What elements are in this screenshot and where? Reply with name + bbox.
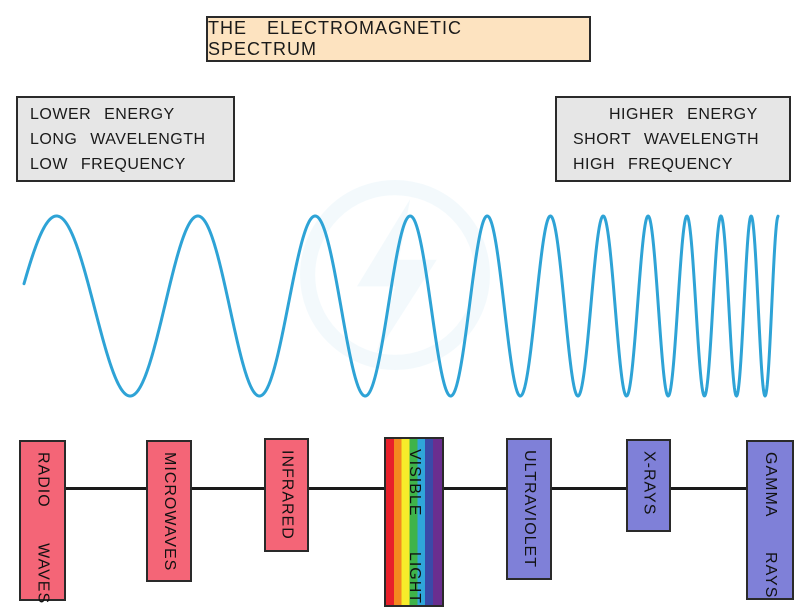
band-infrared: INFRARED: [264, 438, 309, 552]
band-label-x-rays: X-RAYS: [640, 451, 658, 516]
band-label-visible-light: VISIBLE LIGHT: [406, 449, 423, 605]
high-energy-box: HIGHER ENERGY SHORT WAVELENGTH HIGH FREQ…: [555, 96, 791, 182]
band-radio-waves: RADIO WAVES: [19, 440, 66, 605]
high-energy-label: HIGHER ENERGY: [609, 106, 758, 123]
band-visible-light: VISIBLE LIGHT: [384, 437, 444, 607]
band-microwaves: MICROWAVES: [146, 440, 192, 582]
wave-line: [22, 214, 780, 398]
band-label-gamma-rays: GAMMA RAYS: [762, 452, 779, 599]
long-wavelength-label: LONG WAVELENGTH: [30, 131, 206, 148]
band-ultraviolet: ULTRAVIOLET: [506, 438, 552, 580]
diagram-title-text: THE ELECTROMAGNETIC SPECTRUM: [208, 18, 463, 59]
band-x-rays: X-RAYS: [626, 439, 671, 532]
high-frequency-label: HIGH FREQUENCY: [573, 156, 733, 173]
short-wavelength-label: SHORT WAVELENGTH: [573, 131, 760, 148]
diagram-title: THE ELECTROMAGNETIC SPECTRUM: [206, 16, 591, 62]
band-gamma-rays: GAMMA RAYS: [746, 440, 794, 600]
low-frequency-label: LOW FREQUENCY: [30, 156, 186, 173]
watermark-logo-icon: [300, 180, 490, 370]
low-energy-label: LOWER ENERGY: [30, 106, 175, 123]
low-energy-box: LOWER ENERGY LONG WAVELENGTH LOW FREQUEN…: [16, 96, 235, 182]
band-label-infrared: INFRARED: [278, 450, 296, 540]
band-label-microwaves: MICROWAVES: [161, 452, 178, 572]
band-label-radio-waves: RADIO WAVES: [34, 452, 52, 605]
band-label-ultraviolet: ULTRAVIOLET: [521, 450, 538, 568]
